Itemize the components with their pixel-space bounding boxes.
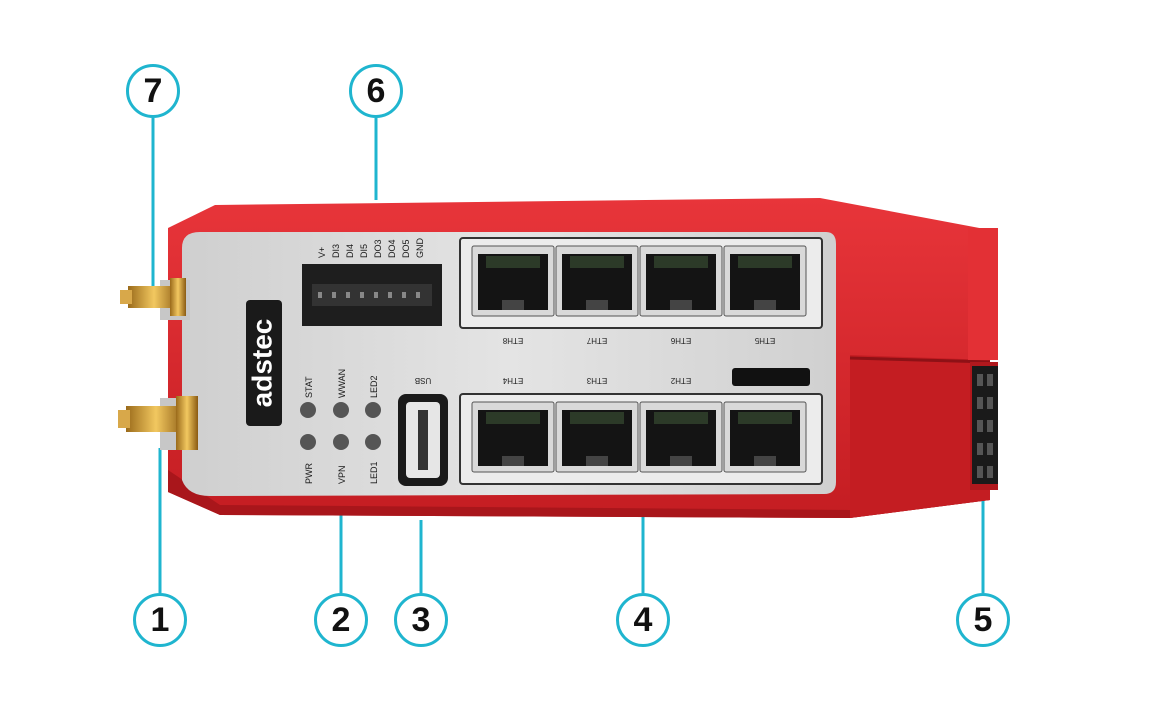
led-label-led2: LED2	[369, 375, 379, 398]
callout-7: 7	[126, 64, 180, 118]
led-label-pwr: PWR	[304, 463, 314, 484]
led-led2	[365, 402, 381, 418]
ethernet-port-eth5	[723, 245, 807, 317]
callout-4: 4	[616, 593, 670, 647]
antenna-connectors	[118, 278, 198, 450]
io-terminal	[302, 264, 442, 326]
io-pin-label: GND	[415, 238, 425, 259]
port-label: ETH2	[670, 376, 691, 385]
io-pin-label: DO3	[373, 239, 383, 258]
ethernet-ports: ETH8ETH7ETH6ETH5ETH4ETH3ETH2ETH1	[471, 245, 807, 473]
ethernet-port-eth6	[639, 245, 723, 317]
port-label: ETH6	[670, 336, 691, 345]
port-label: ETH4	[502, 376, 523, 385]
led-vpn	[333, 434, 349, 450]
port-label: ETH5	[754, 336, 775, 345]
led-indicators: STAT WWAN LED2 PWR VPN LED1	[300, 369, 381, 484]
led-label-vpn: VPN	[337, 465, 347, 484]
callout-1: 1	[133, 593, 187, 647]
leader-lines	[151, 118, 985, 593]
led-pwr	[300, 434, 316, 450]
led-label-wwan: WWAN	[337, 369, 347, 398]
io-pin-label: V+	[317, 247, 327, 258]
port-label: ETH7	[586, 336, 607, 345]
ethernet-port-eth2	[639, 401, 723, 473]
io-pin-label: DO5	[401, 239, 411, 258]
led-wwan	[333, 402, 349, 418]
led-label-led1: LED1	[369, 461, 379, 484]
ethernet-port-eth3	[555, 401, 639, 473]
io-pin-labels: V+ DI3 DI4 DI5 DO3 DO4 DO5 GND	[317, 238, 425, 259]
led-led1	[365, 434, 381, 450]
io-pin-label: DI3	[331, 244, 341, 258]
callout-6: 6	[349, 64, 403, 118]
led-label-stat: STAT	[304, 376, 314, 398]
port-label: ETH3	[586, 376, 607, 385]
usb-label: USB	[415, 376, 431, 385]
ethernet-port-eth4	[471, 401, 555, 473]
io-pin-label: DI5	[359, 244, 369, 258]
ethernet-port-eth1	[723, 401, 807, 473]
io-pin-label: DO4	[387, 239, 397, 258]
usb-port: USB	[398, 376, 448, 486]
sma-connector-top	[128, 286, 180, 308]
callout-5: 5	[956, 593, 1010, 647]
led-stat	[300, 402, 316, 418]
callout-3: 3	[394, 593, 448, 647]
brand-text: adstec	[246, 319, 277, 408]
brand-logo: adstec	[246, 300, 282, 426]
port-label: ETH8	[502, 336, 523, 345]
terminal-block	[972, 366, 998, 484]
io-pin-label: DI4	[345, 244, 355, 258]
ethernet-port-eth8	[471, 245, 555, 317]
ethernet-port-eth7	[555, 245, 639, 317]
callout-2: 2	[314, 593, 368, 647]
eth1-highlight	[732, 368, 810, 386]
